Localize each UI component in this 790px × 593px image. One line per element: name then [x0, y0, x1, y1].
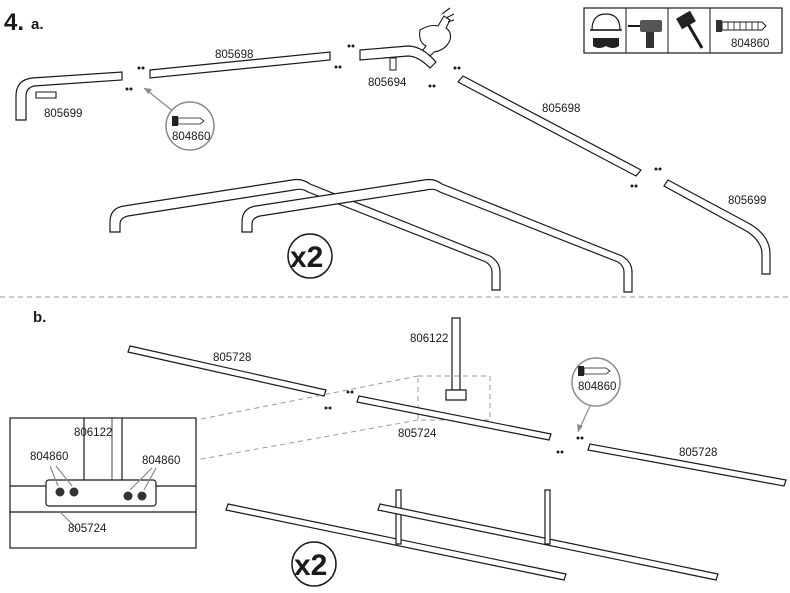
mallet-icon — [676, 10, 704, 49]
assembled-frame-1 — [109, 178, 501, 291]
label-screw-callout-b: 804860 — [578, 381, 616, 393]
tools-panel: 804860 — [583, 7, 783, 54]
label-left-bar-b: 805728 — [213, 352, 251, 364]
top-bar — [149, 51, 331, 79]
post-detail-box — [417, 375, 491, 421]
label-post: 806122 — [410, 333, 448, 345]
label-detail-bar: 805724 — [68, 523, 107, 535]
tools-screw-code: 804860 — [731, 38, 769, 50]
label-detail-screw-left: 804860 — [30, 451, 68, 463]
screw-icon — [716, 20, 767, 32]
detail-inset — [9, 417, 197, 549]
multiplier-a: x2 — [290, 241, 323, 274]
helmet-goggles-icon — [590, 13, 622, 48]
middle-bar-b — [356, 395, 552, 441]
detail-zoom-line-2 — [195, 375, 419, 421]
screw-callout-b — [571, 357, 621, 433]
label-middle-bar-b: 805724 — [398, 428, 437, 440]
apex-joint — [359, 45, 437, 71]
multiplier-b: x2 — [294, 549, 327, 582]
label-detail-post: 806122 — [74, 427, 112, 439]
right-bar-b — [587, 443, 787, 487]
post — [445, 317, 467, 401]
label-right-bar-b: 805728 — [679, 447, 717, 459]
assembled-bar-1 — [225, 489, 567, 581]
label-right-bar: 805698 — [542, 103, 580, 115]
part-a-label: a. — [31, 16, 44, 33]
pointing-hand-icon — [419, 7, 455, 61]
right-bar — [457, 75, 642, 177]
label-top-bar: 805698 — [215, 49, 253, 61]
detail-zoom-line-1 — [195, 419, 419, 461]
connector-dots-a — [125, 44, 662, 188]
drill-icon — [628, 20, 662, 48]
left-corner-piece — [15, 71, 123, 121]
step-number: 4. — [4, 9, 24, 36]
label-left-corner: 805699 — [44, 108, 82, 120]
connector-dots-b — [324, 390, 584, 454]
label-apex-joint: 805694 — [368, 77, 407, 89]
multiplier-badge-a — [287, 233, 333, 279]
assembled-bar-2 — [377, 489, 719, 581]
assembled-frame-2 — [241, 178, 633, 293]
right-corner-piece — [663, 179, 771, 275]
left-bar-b — [127, 345, 327, 397]
part-b-label: b. — [33, 309, 46, 326]
label-detail-screw-right: 804860 — [142, 455, 180, 467]
label-right-corner: 805699 — [728, 195, 766, 207]
screw-callout-a — [143, 87, 215, 151]
label-screw-callout-a: 804860 — [172, 131, 210, 143]
multiplier-badge-b — [291, 541, 337, 587]
